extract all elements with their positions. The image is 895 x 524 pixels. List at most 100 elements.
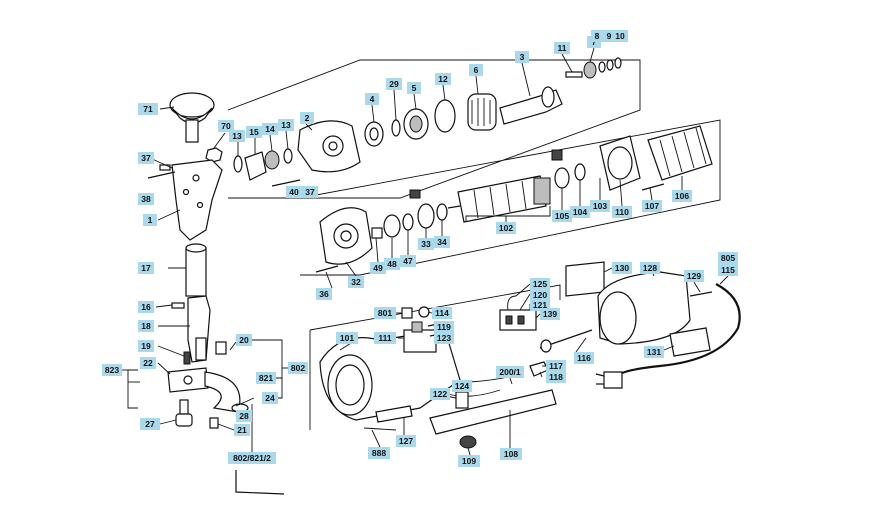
svg-text:34: 34 <box>437 237 447 247</box>
svg-text:48: 48 <box>387 259 397 269</box>
callout-40: 40 <box>286 186 302 198</box>
callout-1: 1 <box>143 214 157 226</box>
callout-16: 16 <box>138 301 154 313</box>
callout-106: 106 <box>672 190 692 202</box>
svg-text:116: 116 <box>577 353 591 363</box>
callout-118: 118 <box>546 371 566 383</box>
svg-text:28: 28 <box>239 411 249 421</box>
svg-text:6: 6 <box>474 65 479 75</box>
svg-text:888: 888 <box>372 448 386 458</box>
callout-49: 49 <box>370 262 386 274</box>
callout-823: 823 <box>102 364 122 376</box>
callout-37: 37 <box>138 152 154 164</box>
callout-119: 119 <box>434 321 454 333</box>
callout-2: 2 <box>300 112 314 124</box>
callout-114: 114 <box>432 307 452 319</box>
callout-107: 107 <box>642 200 662 212</box>
callout-131: 131 <box>644 346 664 358</box>
callout-5: 5 <box>407 82 421 94</box>
callout-116: 116 <box>574 352 594 364</box>
callout-111: 111 <box>374 332 396 344</box>
svg-text:21: 21 <box>237 425 247 435</box>
callout-120: 120 <box>530 289 550 301</box>
callout-4: 4 <box>365 93 379 105</box>
callout-821: 821 <box>256 372 276 384</box>
svg-text:47: 47 <box>403 256 413 266</box>
svg-text:24: 24 <box>265 393 275 403</box>
callout-801: 801 <box>374 307 396 319</box>
svg-text:29: 29 <box>389 79 399 89</box>
svg-text:40: 40 <box>289 187 299 197</box>
callout-125: 125 <box>530 278 550 290</box>
callout-29: 29 <box>386 78 402 90</box>
svg-text:103: 103 <box>593 201 607 211</box>
callout-17: 17 <box>138 262 154 274</box>
callout-15: 15 <box>246 126 262 138</box>
svg-text:121: 121 <box>533 300 547 310</box>
callout-123: 123 <box>434 332 454 344</box>
svg-text:9: 9 <box>607 31 612 41</box>
callout-128: 128 <box>640 262 660 274</box>
callout-38: 38 <box>138 193 154 205</box>
callout-34: 34 <box>434 236 450 248</box>
svg-text:14: 14 <box>265 124 275 134</box>
callout-24: 24 <box>262 392 278 404</box>
svg-text:105: 105 <box>555 211 569 221</box>
callout-802: 802 <box>288 362 308 374</box>
svg-text:32: 32 <box>351 277 361 287</box>
callout-888: 888 <box>368 447 390 459</box>
motor-housing-assembly <box>319 261 741 449</box>
svg-text:70: 70 <box>221 121 231 131</box>
svg-text:123: 123 <box>437 333 451 343</box>
svg-text:2: 2 <box>305 113 310 123</box>
svg-text:200/1: 200/1 <box>499 367 521 377</box>
callout-127: 127 <box>396 435 416 447</box>
callout-103: 103 <box>590 200 610 212</box>
svg-text:111: 111 <box>378 333 392 343</box>
callout-115: 115 <box>718 264 738 276</box>
svg-text:114: 114 <box>435 308 449 318</box>
svg-text:102: 102 <box>499 223 513 233</box>
svg-text:37: 37 <box>141 153 151 163</box>
svg-text:802: 802 <box>291 363 305 373</box>
callout-70: 70 <box>218 120 234 132</box>
svg-text:120: 120 <box>533 290 547 300</box>
callout-11: 11 <box>554 42 570 54</box>
callout-47: 47 <box>400 255 416 267</box>
callout-20: 20 <box>236 334 252 346</box>
gear-train-assembly <box>297 57 622 173</box>
svg-text:13: 13 <box>281 120 291 130</box>
svg-text:22: 22 <box>143 358 153 368</box>
callout-33: 33 <box>418 238 434 250</box>
svg-text:125: 125 <box>533 279 547 289</box>
callout-802-821-2: 802/821/2 <box>228 452 276 464</box>
callout-117: 117 <box>546 360 566 372</box>
svg-text:122: 122 <box>433 389 447 399</box>
callout-8: 8 <box>591 30 603 42</box>
svg-text:801: 801 <box>378 308 392 318</box>
svg-text:36: 36 <box>319 289 329 299</box>
svg-text:117: 117 <box>549 361 563 371</box>
callout-124: 124 <box>452 380 472 392</box>
callout-22: 22 <box>140 357 156 369</box>
svg-text:4: 4 <box>370 94 375 104</box>
svg-text:129: 129 <box>687 271 701 281</box>
armature-assembly <box>315 125 713 273</box>
callout-129: 129 <box>684 270 704 282</box>
svg-text:8: 8 <box>595 31 600 41</box>
svg-text:33: 33 <box>421 239 431 249</box>
callout-27: 27 <box>140 418 160 430</box>
svg-text:802/821/2: 802/821/2 <box>233 453 271 463</box>
callout-19: 19 <box>138 340 154 352</box>
svg-text:106: 106 <box>675 191 689 201</box>
angle-head-assembly <box>147 92 301 495</box>
callout-10: 10 <box>612 30 628 42</box>
svg-text:110: 110 <box>615 207 629 217</box>
callout-139: 139 <box>540 308 560 320</box>
svg-text:130: 130 <box>615 263 629 273</box>
callout-36: 36 <box>316 288 332 300</box>
svg-text:71: 71 <box>143 104 153 114</box>
callout-101: 101 <box>336 332 358 344</box>
svg-text:11: 11 <box>558 43 567 53</box>
